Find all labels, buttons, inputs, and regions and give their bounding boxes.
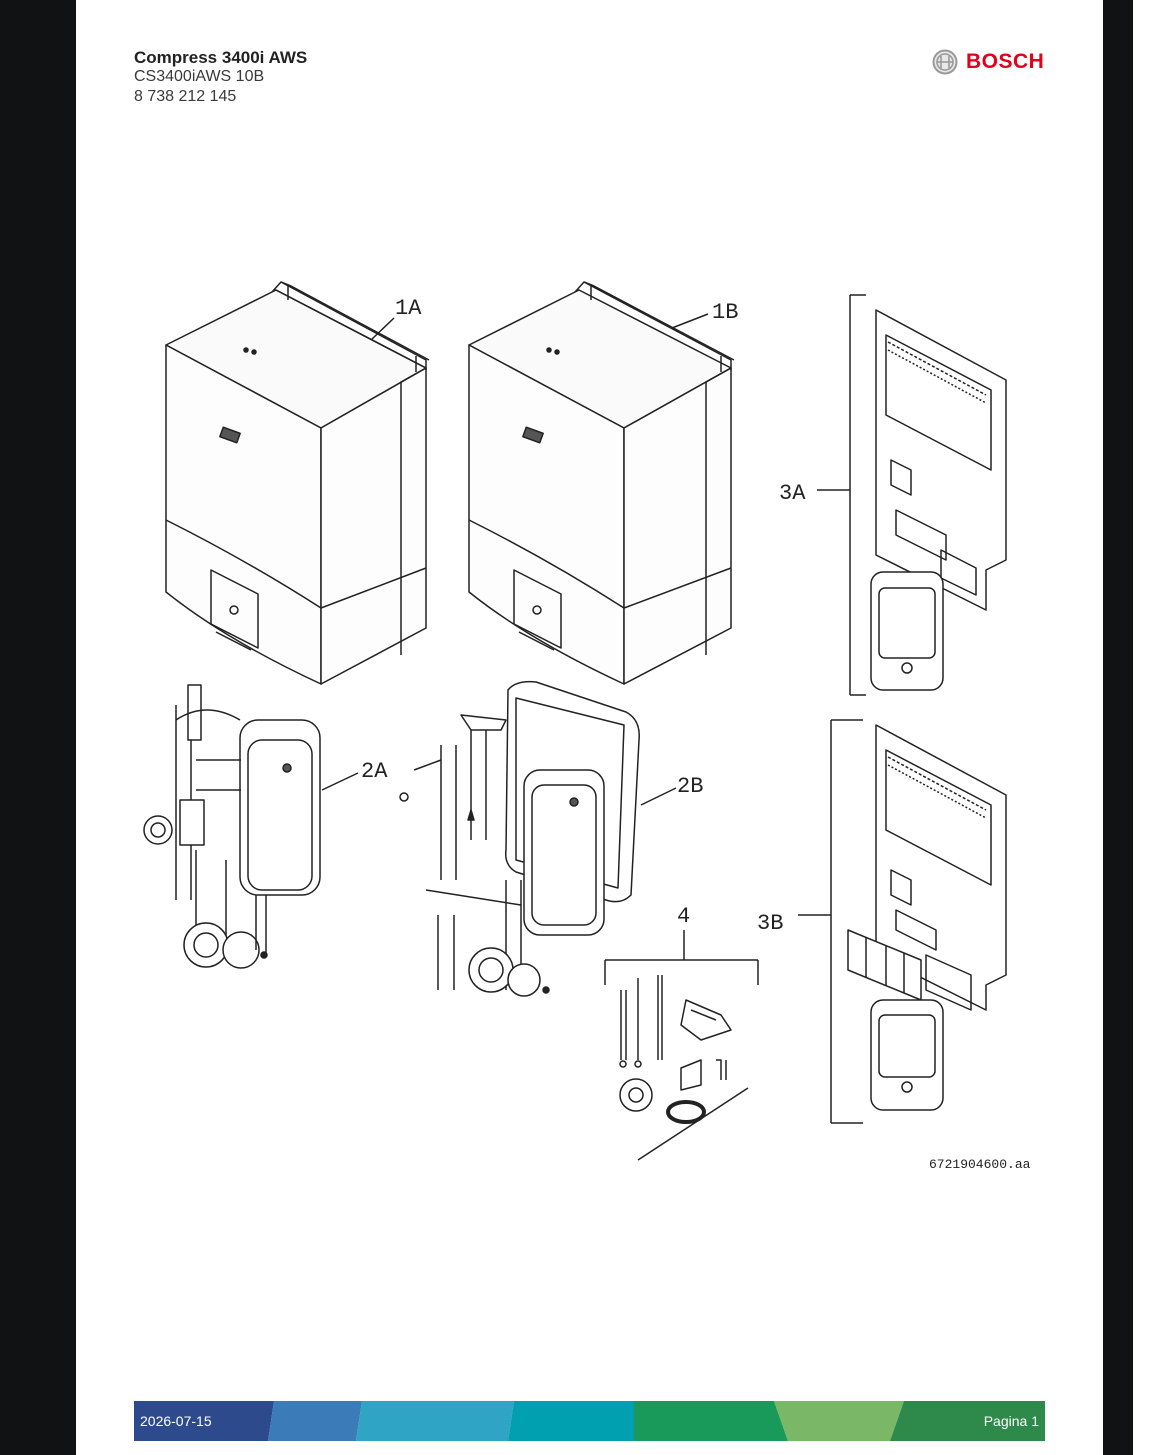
drawing-reference-code: 6721904600.aa: [929, 1157, 1031, 1172]
callout-1a: 1A: [395, 296, 422, 321]
indoor-unit-1a-drawing: [165, 281, 430, 685]
bosch-armature-icon: [932, 49, 958, 75]
model-code: CS3400iAWS 10B: [134, 68, 265, 85]
document-title: Compress 3400i AWS: [134, 48, 308, 67]
bosch-logo: BOSCH: [932, 49, 1044, 75]
footer-gradient: [134, 1401, 1045, 1441]
footer-page-number: Pagina 1: [983, 1413, 1039, 1429]
footer-date: 2026-07-15: [140, 1413, 212, 1429]
hydraulic-module-2a-drawing: [143, 684, 321, 969]
part-number: 8 738 212 145: [134, 88, 237, 105]
accessories-kit-4-drawing: [619, 975, 732, 1124]
bosch-wordmark: BOSCH: [966, 50, 1045, 73]
callout-4: 4: [677, 904, 690, 929]
control-panel-3a-drawing: [870, 309, 1007, 691]
callout-2a: 2A: [361, 759, 388, 784]
adjacent-page-edge: [1133, 0, 1170, 1455]
callout-2b: 2B: [677, 774, 703, 799]
document-page: Compress 3400i AWS CS3400iAWS 10B 8 738 …: [76, 0, 1103, 1455]
hydraulic-module-2b-drawing: [399, 680, 640, 997]
indoor-unit-1b-drawing: [468, 281, 735, 685]
exploded-view-drawing: 1A 1B 3A 2A 2B 3B 4 6721904600.aa: [143, 281, 1031, 1172]
footer-bar: 2026-07-15 Pagina 1: [134, 1401, 1045, 1441]
callout-3b: 3B: [757, 911, 783, 936]
callout-3a: 3A: [779, 481, 806, 506]
callout-labels: 1A 1B 3A 2A 2B 3B 4 6721904600.aa: [361, 296, 1031, 1172]
leader-lines: [321, 294, 866, 1161]
control-panel-3b-drawing: [847, 724, 1007, 1111]
callout-1b: 1B: [712, 300, 738, 325]
